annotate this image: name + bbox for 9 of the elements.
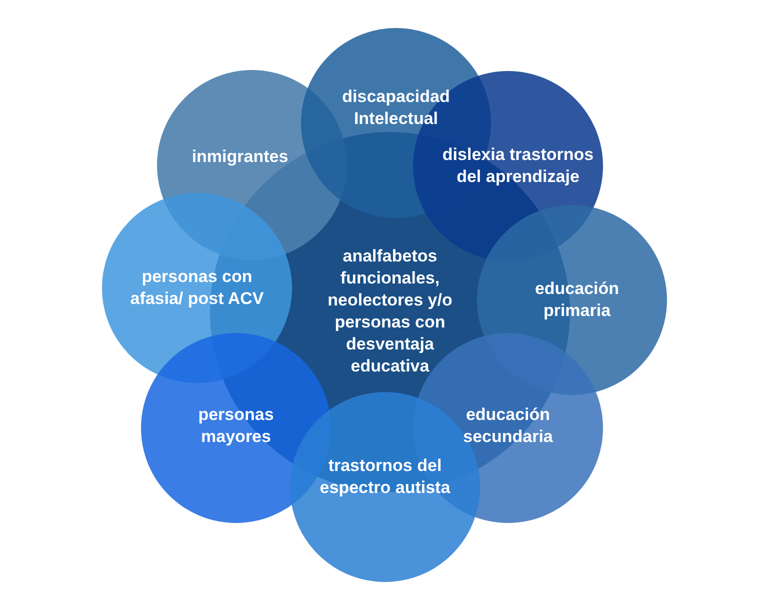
circle-label: educación primaria (534, 278, 620, 322)
circle-label: dislexia trastornos del aprendizaje (441, 144, 595, 188)
circle-label: educación secundaria (462, 404, 554, 448)
circle-label: analfabetos funcionales, neolectores y/o personas con desventaja educativa (326, 246, 454, 378)
circle-label: trastornos del espectro autista (318, 454, 452, 499)
circle-label: discapacidad Intelectual (341, 86, 451, 130)
circle-label: personas mayores (197, 404, 275, 448)
circle-label: personas con afasia/ post ACV (129, 266, 265, 310)
circle-label: inmigrantes (190, 146, 290, 168)
